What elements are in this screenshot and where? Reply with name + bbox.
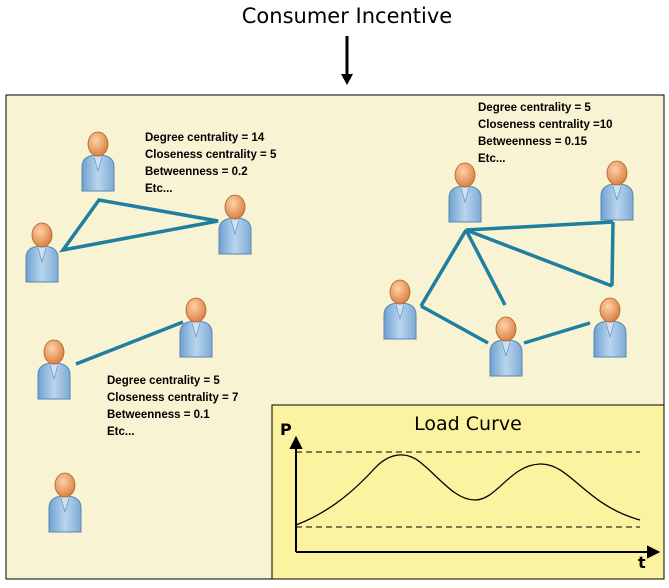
page-title: Consumer Incentive [241, 4, 453, 28]
star-network-stats: Degree centrality = 5 Closeness centrali… [478, 100, 613, 168]
arrow-down-icon [341, 36, 353, 85]
load-curve-line [295, 454, 641, 526]
pair-network-stats: Degree centrality = 5 Closeness centrali… [107, 373, 238, 441]
betweenness-label: Betweenness = 0.1 [107, 409, 210, 421]
etc-label: Etc... [145, 183, 173, 195]
degree-centrality-label: Degree centrality = 5 [478, 102, 591, 114]
degree-centrality-label: Degree centrality = 14 [145, 132, 265, 144]
etc-label: Etc... [107, 426, 135, 438]
load-curve-axes [289, 435, 661, 559]
etc-label: Etc... [478, 153, 506, 165]
closeness-centrality-label: Closeness centrality =10 [478, 119, 613, 131]
closeness-centrality-label: Closeness centrality = 7 [107, 392, 239, 404]
load-curve-thresholds [296, 451, 640, 528]
triangle-network-edges [59, 198, 219, 253]
pair-network-edge [75, 320, 184, 366]
betweenness-label: Betweenness = 0.15 [478, 136, 587, 148]
star-network-edges [419, 220, 615, 345]
closeness-centrality-label: Closeness centrality = 5 [145, 149, 277, 161]
y-axis-label: P [280, 420, 292, 439]
betweenness-label: Betweenness = 0.2 [145, 166, 248, 178]
load-curve-title: Load Curve [414, 413, 522, 435]
x-axis-label: t [638, 553, 646, 572]
load-curve-panel [271, 404, 665, 580]
degree-centrality-label: Degree centrality = 5 [107, 375, 220, 387]
triangle-network-stats: Degree centrality = 14 Closeness central… [145, 130, 276, 198]
